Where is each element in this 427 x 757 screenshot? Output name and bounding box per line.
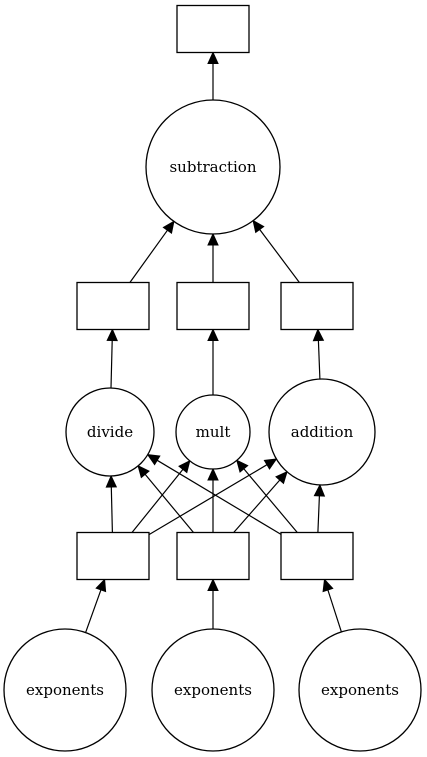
node-label: subtraction: [169, 158, 256, 176]
edge-line: [259, 229, 300, 283]
node-box-m: [176, 281, 250, 331]
edge-line: [243, 468, 298, 533]
task-circle: [145, 99, 281, 235]
edge-arrowhead: [146, 453, 161, 466]
node-out: [176, 4, 250, 54]
data-box: [280, 531, 354, 581]
edge-line: [233, 479, 281, 533]
edge-line: [317, 340, 321, 380]
edge-line: [131, 469, 184, 533]
edge-in_m-to-addition: [233, 470, 288, 533]
node-label: mult: [196, 423, 231, 441]
edge-arrowhead: [106, 328, 118, 342]
edge-line: [327, 589, 342, 633]
edge-divide-to-box_l: [106, 328, 118, 389]
edge-exp_m-to-in_m: [207, 578, 219, 629]
data-box: [176, 4, 250, 54]
edge-line: [110, 486, 113, 533]
node-label: divide: [87, 423, 133, 441]
edge-line: [129, 229, 168, 283]
edge-arrowhead: [207, 578, 219, 591]
edge-line: [148, 464, 268, 536]
edge-arrowhead: [313, 483, 326, 497]
edge-exp_l-to-in_l: [85, 578, 107, 633]
edge-arrowhead: [162, 220, 175, 235]
node-exp-l: exponents: [3, 628, 127, 752]
node-box-l: [76, 281, 150, 331]
edge-arrowhead: [95, 578, 107, 593]
edge-in_r-to-divide: [146, 453, 282, 535]
node-exp-m: exponents: [151, 628, 275, 752]
edge-mult-to-box_m: [207, 328, 219, 395]
edge-line: [156, 459, 282, 535]
task-circle: [298, 628, 422, 752]
data-box: [176, 531, 250, 581]
node-box-r: [280, 281, 354, 331]
task-circle: [65, 387, 155, 477]
nodes-layer: subtraction divide mult addition exponents ex…: [3, 4, 422, 752]
edge-arrowhead: [137, 464, 150, 479]
edge-line: [144, 473, 194, 533]
node-subtraction: subtraction: [145, 99, 281, 235]
task-circle: [175, 394, 251, 470]
edge-in_r-to-mult: [236, 459, 298, 533]
edge-in_l-to-mult: [131, 459, 191, 533]
edge-arrowhead: [207, 467, 219, 481]
edge-arrowhead: [105, 474, 118, 488]
edge-box_m-to-subtraction: [207, 232, 219, 283]
data-box: [176, 281, 250, 331]
edge-arrowhead: [322, 578, 334, 593]
edge-arrowhead: [263, 458, 278, 470]
edge-in_l-to-addition: [148, 458, 278, 536]
edge-in_m-to-divide: [137, 464, 194, 533]
node-exp-r: exponents: [298, 628, 422, 752]
edge-exp_r-to-in_r: [322, 578, 342, 633]
task-circle: [3, 628, 127, 752]
edges-layer: [85, 51, 342, 633]
edge-arrowhead: [252, 219, 265, 234]
node-label: exponents: [174, 681, 252, 699]
node-addition: addition: [268, 378, 376, 486]
task-circle: [268, 378, 376, 486]
edge-arrowhead: [275, 470, 288, 485]
node-label: exponents: [321, 681, 399, 699]
node-in-l: [76, 531, 150, 581]
data-box: [280, 281, 354, 331]
edge-in_r-to-addition: [313, 483, 326, 533]
edge-in_m-to-mult: [207, 467, 219, 533]
edge-arrowhead: [236, 459, 249, 473]
edge-addition-to-box_r: [312, 328, 325, 380]
node-label: exponents: [26, 681, 104, 699]
edge-line: [110, 340, 113, 389]
edge-box_r-to-subtraction: [252, 219, 300, 283]
data-box: [76, 531, 150, 581]
data-box: [76, 281, 150, 331]
edge-line: [317, 495, 320, 533]
task-circle: [151, 628, 275, 752]
edge-arrowhead: [312, 328, 325, 342]
edge-box_l-to-subtraction: [129, 220, 175, 283]
node-mult: mult: [175, 394, 251, 470]
edge-arrowhead: [207, 328, 219, 341]
edge-subtraction-to-out: [207, 51, 219, 100]
node-in-r: [280, 531, 354, 581]
edge-arrowhead: [207, 232, 219, 246]
edge-arrowhead: [207, 51, 219, 64]
node-label: addition: [291, 423, 354, 441]
edge-line: [85, 589, 102, 633]
edge-arrowhead: [178, 459, 191, 474]
edge-in_l-to-divide: [105, 474, 118, 533]
node-divide: divide: [65, 387, 155, 477]
node-in-m: [176, 531, 250, 581]
